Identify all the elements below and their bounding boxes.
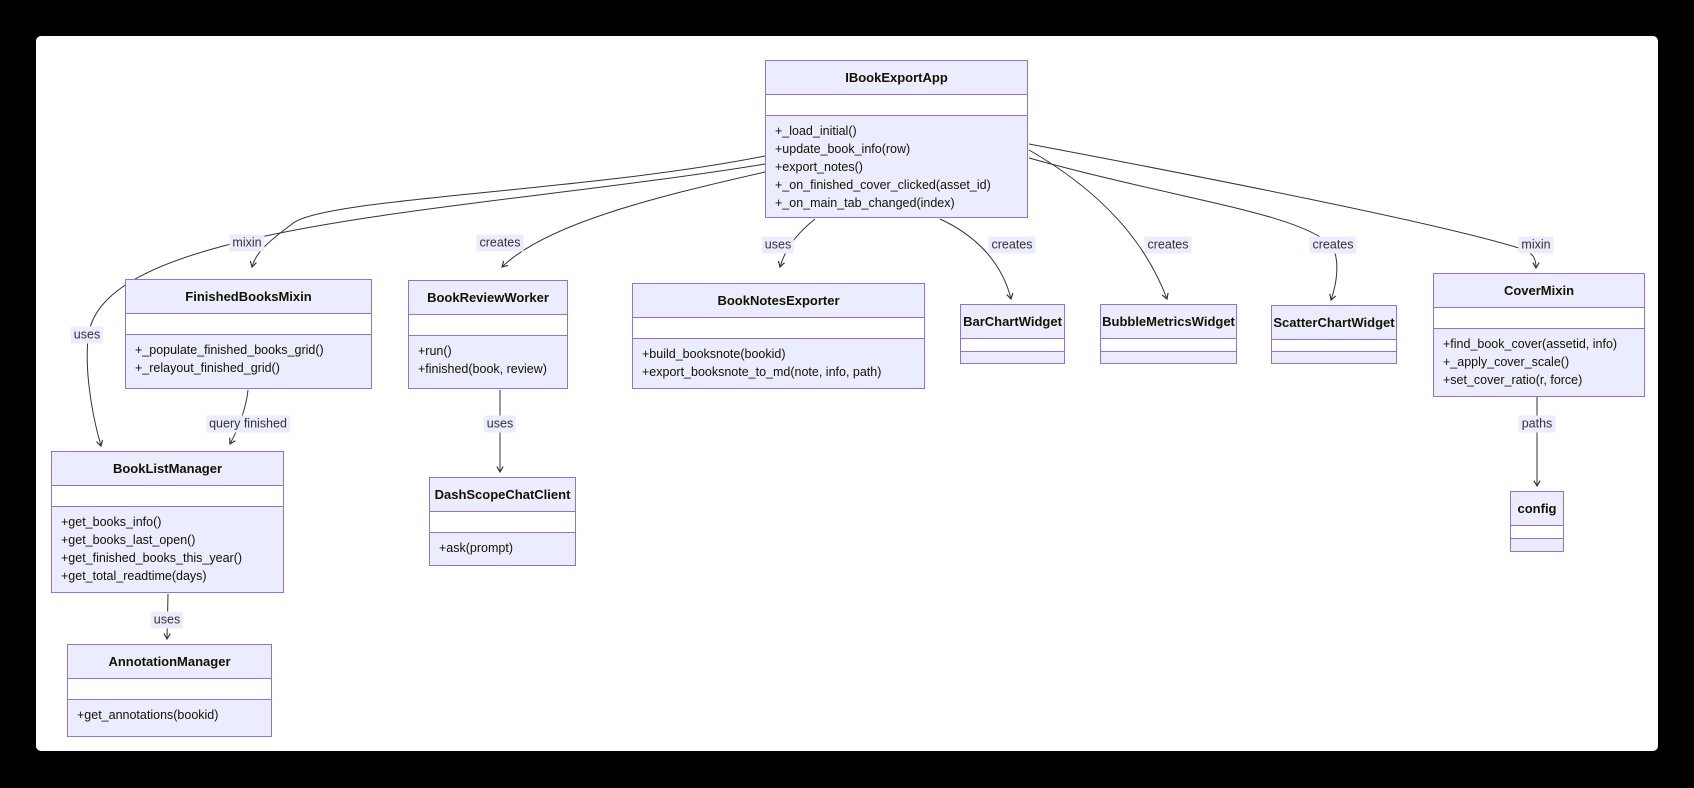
class-attrs-compartment — [1434, 308, 1644, 329]
class-methods-compartment: +get_annotations(bookid) — [68, 700, 271, 736]
class-box-booknotesexporter: BookNotesExporter +build_booksnote(booki… — [632, 283, 925, 389]
method-line: +get_annotations(bookid) — [77, 708, 219, 722]
method-line: +get_total_readtime(days) — [61, 569, 207, 583]
class-box-bookreviewworker: BookReviewWorker +run() +finished(book, … — [408, 280, 568, 389]
method-line: +export_booksnote_to_md(note, info, path… — [642, 365, 882, 379]
class-methods-compartment: +ask(prompt) — [430, 533, 575, 565]
class-title: FinishedBooksMixin — [126, 280, 371, 314]
class-title: BookNotesExporter — [633, 284, 924, 318]
class-attrs-compartment — [409, 315, 567, 336]
class-methods-compartment: +_load_initial() +update_book_info(row) … — [766, 116, 1027, 217]
class-title: IBookExportApp — [766, 61, 1027, 95]
method-line: +set_cover_ratio(r, force) — [1443, 373, 1583, 387]
method-line: +run() — [418, 344, 452, 358]
class-attrs-compartment — [430, 512, 575, 533]
method-line: +_load_initial() — [775, 124, 857, 138]
class-attrs-compartment — [1272, 340, 1396, 352]
class-title: ScatterChartWidget — [1272, 306, 1396, 340]
class-methods-compartment — [1511, 539, 1563, 551]
class-box-dashscopechatclient: DashScopeChatClient +ask(prompt) — [429, 477, 576, 566]
class-attrs-compartment — [126, 314, 371, 335]
class-attrs-compartment — [766, 95, 1027, 116]
method-line: +_apply_cover_scale() — [1443, 355, 1570, 369]
class-methods-compartment — [1101, 351, 1236, 363]
method-line: +ask(prompt) — [439, 541, 513, 555]
class-box-bubblemetricswidget: BubbleMetricsWidget — [1100, 304, 1237, 364]
edge-label-uses-dashscopechatclient: uses — [483, 415, 517, 433]
class-methods-compartment — [1272, 352, 1396, 363]
edge-label-uses-annotationmanager: uses — [150, 611, 184, 629]
class-methods-compartment: +_populate_finished_books_grid() +_relay… — [126, 335, 371, 388]
method-line: +export_notes() — [775, 160, 863, 174]
class-title: BarChartWidget — [961, 305, 1064, 339]
class-box-barchartwidget: BarChartWidget — [960, 304, 1065, 364]
method-line: +get_finished_books_this_year() — [61, 551, 243, 565]
class-title: AnnotationManager — [68, 645, 271, 679]
class-box-annotationmanager: AnnotationManager +get_annotations(booki… — [67, 644, 272, 737]
edge-label-mixin-finishedbooksmixin: mixin — [229, 234, 265, 252]
edge-label-creates-barchartwidget: creates — [988, 236, 1036, 254]
method-line: +get_books_last_open() — [61, 533, 196, 547]
method-line: +get_books_info() — [61, 515, 162, 529]
class-attrs-compartment — [1511, 526, 1563, 539]
class-title: BookListManager — [52, 452, 283, 486]
class-title: BookReviewWorker — [409, 281, 567, 315]
class-box-booklistmanager: BookListManager +get_books_info() +get_b… — [51, 451, 284, 593]
class-box-scatterchartwidget: ScatterChartWidget — [1271, 305, 1397, 364]
method-line: +find_book_cover(assetid, info) — [1443, 337, 1618, 351]
method-line: +_relayout_finished_grid() — [135, 361, 280, 375]
class-attrs-compartment — [52, 486, 283, 507]
class-attrs-compartment — [1101, 339, 1236, 352]
class-title: config — [1511, 492, 1563, 526]
edge-label-uses-booklistmanager: uses — [70, 326, 104, 344]
class-title: DashScopeChatClient — [430, 478, 575, 512]
class-title: BubbleMetricsWidget — [1101, 305, 1236, 339]
edge-label-creates-bubblemetricswidget: creates — [1144, 236, 1192, 254]
method-line: +_on_finished_cover_clicked(asset_id) — [775, 178, 991, 192]
class-box-finishedbooksmixin: FinishedBooksMixin +_populate_finished_b… — [125, 279, 372, 389]
method-line: +finished(book, review) — [418, 362, 547, 376]
class-methods-compartment: +find_book_cover(assetid, info) +_apply_… — [1434, 329, 1644, 396]
class-methods-compartment: +get_books_info() +get_books_last_open()… — [52, 507, 283, 592]
class-box-ibookexportapp: IBookExportApp +_load_initial() +update_… — [765, 60, 1028, 218]
class-attrs-compartment — [961, 339, 1064, 352]
method-line: +_on_main_tab_changed(index) — [775, 196, 955, 210]
edge-label-paths-config: paths — [1518, 415, 1556, 433]
edge-label-query-finished: query finished — [206, 415, 290, 433]
edge-label-creates-scatterchartwidget: creates — [1309, 236, 1357, 254]
class-title: CoverMixin — [1434, 274, 1644, 308]
class-methods-compartment — [961, 351, 1064, 363]
method-line: +build_booksnote(bookid) — [642, 347, 786, 361]
class-box-config: config — [1510, 491, 1564, 552]
edge-label-creates-bookreviewworker: creates — [476, 234, 524, 252]
class-methods-compartment: +run() +finished(book, review) — [409, 336, 567, 388]
edge-label-mixin-covermixin: mixin — [1518, 236, 1554, 254]
method-line: +update_book_info(row) — [775, 142, 911, 156]
edge-label-uses-booknotesexporter: uses — [761, 236, 795, 254]
class-methods-compartment: +build_booksnote(bookid) +export_booksno… — [633, 339, 924, 388]
method-line: +_populate_finished_books_grid() — [135, 343, 324, 357]
class-attrs-compartment — [633, 318, 924, 339]
class-attrs-compartment — [68, 679, 271, 700]
class-box-covermixin: CoverMixin +find_book_cover(assetid, inf… — [1433, 273, 1645, 397]
